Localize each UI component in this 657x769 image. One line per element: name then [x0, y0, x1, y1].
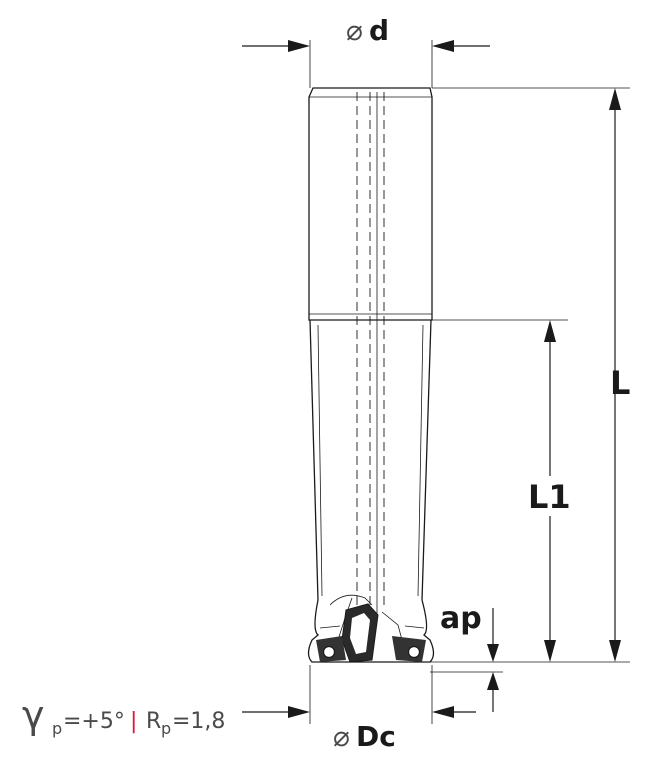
parameter-separator: | — [130, 709, 137, 734]
depth-of-cut-label: ap — [440, 601, 482, 636]
insert-screw-left-icon — [322, 645, 336, 659]
shank-diameter-label: d — [369, 14, 389, 47]
cutting-diameter-symbol: ⌀ — [333, 720, 350, 753]
dimension-depth-of-cut: ap — [430, 601, 503, 712]
neck-outline — [309, 319, 432, 601]
dimension-cutting-diameter: ⌀ Dc — [242, 665, 476, 753]
shank-diameter-symbol: ⌀ — [346, 14, 363, 47]
insert-highlight — [350, 613, 370, 654]
neck-inner-line — [317, 324, 424, 597]
rake-angle-symbol: γ — [22, 693, 45, 737]
parameters-text: γ p =+5° | R p =1,8 — [22, 693, 225, 738]
shank-outline — [308, 87, 433, 321]
rake-angle-value: =+5° — [63, 709, 125, 734]
corner-radius-subscript: p — [161, 719, 171, 738]
neck-length-label: L1 — [528, 478, 571, 516]
rake-angle-subscript: p — [52, 719, 62, 738]
tool-body — [307, 87, 435, 663]
corner-radius-value: =1,8 — [172, 709, 225, 734]
cutter-head-outline — [307, 599, 435, 663]
corner-radius-symbol: R — [146, 709, 161, 734]
dimension-neck-length: L1 — [432, 319, 571, 662]
overall-length-label: L — [610, 364, 630, 402]
insert-screw-right-icon — [407, 645, 421, 659]
cutting-diameter-label: Dc — [356, 720, 396, 753]
dimension-overall-length: L — [430, 87, 630, 663]
dimension-shank-diameter: ⌀ d — [242, 14, 490, 88]
